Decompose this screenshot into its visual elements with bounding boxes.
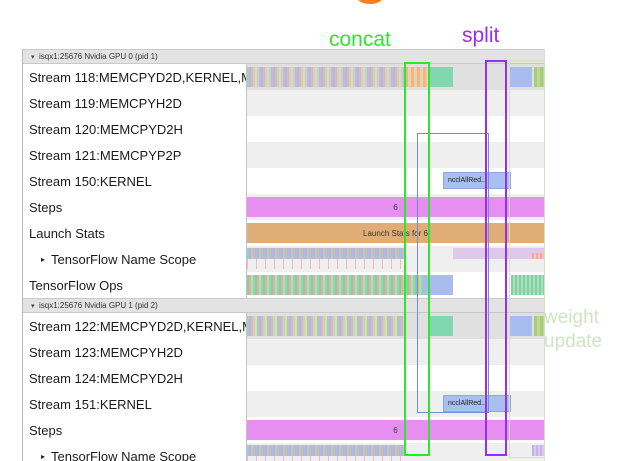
row-label: Stream 151:KERNEL [23,391,247,417]
event-label: ncclAllRed... [448,400,487,407]
row-lane[interactable] [247,246,544,272]
table-row[interactable]: Steps 6 [23,194,544,220]
table-row[interactable]: Stream 121:MEMCPYP2P [23,142,544,168]
table-row[interactable]: Stream 124:MEMCPYD2H [23,365,544,391]
event-concat[interactable] [429,67,453,87]
row-lane[interactable] [247,339,544,365]
event-step[interactable]: 6 [247,197,544,217]
group-header-label: isqx1:25676 Nvidia GPU 1 (pid 2) [39,301,158,310]
name-scope-cluster[interactable] [453,248,544,259]
annotation-split: split [462,24,500,47]
row-label: Stream 121:MEMCPYP2P [23,142,247,168]
table-row[interactable]: Stream 118:MEMCPYD2D,KERNEL,ME [23,64,544,90]
row-lane[interactable]: 6 [247,417,544,443]
row-label: Stream 118:MEMCPYD2D,KERNEL,ME [23,64,247,90]
event-label: Launch Stats for 6 [363,228,428,238]
table-row[interactable]: Stream 122:MEMCPYD2D,KERNEL,MI [23,313,544,339]
orange-marker-icon [357,0,383,4]
name-scope-cluster[interactable] [532,253,544,259]
row-label: Stream 120:MEMCPYD2H [23,116,247,142]
event-split[interactable] [510,316,532,336]
row-lane[interactable] [247,64,544,90]
name-scope-ticks[interactable] [247,456,405,461]
annotation-weight-update-line1: weight [544,307,599,328]
name-scope-cluster[interactable] [532,445,544,456]
table-row[interactable]: Stream 123:MEMCPYH2D [23,339,544,365]
ops-cluster[interactable] [511,275,544,295]
row-label: Steps [23,417,247,443]
row-label: TensorFlow Ops [23,272,247,298]
table-row[interactable]: TensorFlow Ops [23,272,544,298]
event-cluster[interactable] [405,67,429,87]
row-lane[interactable] [247,142,544,168]
gpu-group-1: ▾ isqx1:25676 Nvidia GPU 1 (pid 2) Strea… [23,298,544,461]
ops-concat-block[interactable] [423,275,453,295]
row-lane[interactable] [247,443,544,461]
event-cluster-weight-update[interactable] [534,316,544,336]
timeline-panel[interactable]: ▾ isqx1:25676 Nvidia GPU 0 (pid 1) Strea… [22,49,545,461]
group-header-gpu0[interactable]: ▾ isqx1:25676 Nvidia GPU 0 (pid 1) [23,49,544,64]
row-lane[interactable] [247,90,544,116]
event-step[interactable]: 6 [247,420,544,440]
chevron-down-icon[interactable]: ▾ [31,302,35,310]
name-scope-cluster[interactable] [247,248,405,259]
event-split[interactable] [510,67,532,87]
annotation-weight-update: weight update [544,306,602,354]
event-cluster-weight-update[interactable] [534,67,544,87]
table-row[interactable]: Stream 150:KERNEL ncclAllRed... [23,168,544,194]
table-row[interactable]: Stream 151:KERNEL ncclAllRed... [23,391,544,417]
group-header-label: isqx1:25676 Nvidia GPU 0 (pid 1) [39,52,158,61]
row-label: Stream 122:MEMCPYD2D,KERNEL,MI [23,313,247,339]
name-scope-ticks[interactable] [247,259,405,269]
table-row[interactable]: ▸ TensorFlow Name Scope [23,246,544,272]
chevron-right-icon[interactable]: ▸ [41,451,46,461]
chevron-right-icon[interactable]: ▸ [41,254,46,264]
row-label-name-scope[interactable]: ▸ TensorFlow Name Scope [23,443,247,461]
row-label: Stream 124:MEMCPYD2H [23,365,247,391]
table-row[interactable]: Launch Stats Launch Stats for 6 [23,220,544,246]
row-lane[interactable]: ncclAllRed... [247,391,544,417]
event-cluster[interactable] [247,316,407,336]
row-lane[interactable]: 6 [247,194,544,220]
group-header-gpu1[interactable]: ▾ isqx1:25676 Nvidia GPU 1 (pid 2) [23,298,544,313]
row-label: Launch Stats [23,220,247,246]
row-lane[interactable] [247,365,544,391]
chevron-down-icon[interactable]: ▾ [31,53,35,61]
event-label: ncclAllRed... [448,177,487,184]
row-label-name-scope[interactable]: ▸ TensorFlow Name Scope [23,246,247,272]
row-lane[interactable] [247,272,544,298]
row-label: Steps [23,194,247,220]
row-label: Stream 123:MEMCPYH2D [23,339,247,365]
row-lane[interactable] [247,313,544,339]
row-lane[interactable] [247,116,544,142]
event-nccl-allreduce[interactable]: ncclAllRed... [443,172,511,189]
row-lane[interactable]: Launch Stats for 6 [247,220,544,246]
row-label: TensorFlow Name Scope [51,251,197,267]
event-label: 6 [393,425,398,435]
annotation-weight-update-line2: update [544,331,603,352]
table-row[interactable]: Stream 120:MEMCPYD2H [23,116,544,142]
event-concat[interactable] [429,316,453,336]
name-scope-cluster[interactable] [247,445,405,456]
row-label: Stream 150:KERNEL [23,168,247,194]
annotation-concat: concat [329,28,391,51]
row-label: Stream 119:MEMCPYH2D [23,90,247,116]
row-label: TensorFlow Name Scope [51,448,197,461]
gpu-group-0: ▾ isqx1:25676 Nvidia GPU 0 (pid 1) Strea… [23,49,544,298]
event-nccl-allreduce[interactable]: ncclAllRed... [443,395,511,412]
event-cluster[interactable] [247,67,405,87]
ops-cluster[interactable] [247,275,423,295]
table-row[interactable]: ▸ TensorFlow Name Scope [23,443,544,461]
event-label: 6 [393,202,398,212]
table-row[interactable]: Stream 119:MEMCPYH2D [23,90,544,116]
table-row[interactable]: Steps 6 [23,417,544,443]
row-lane[interactable]: ncclAllRed... [247,168,544,194]
event-launch-stats[interactable]: Launch Stats for 6 [247,223,544,243]
